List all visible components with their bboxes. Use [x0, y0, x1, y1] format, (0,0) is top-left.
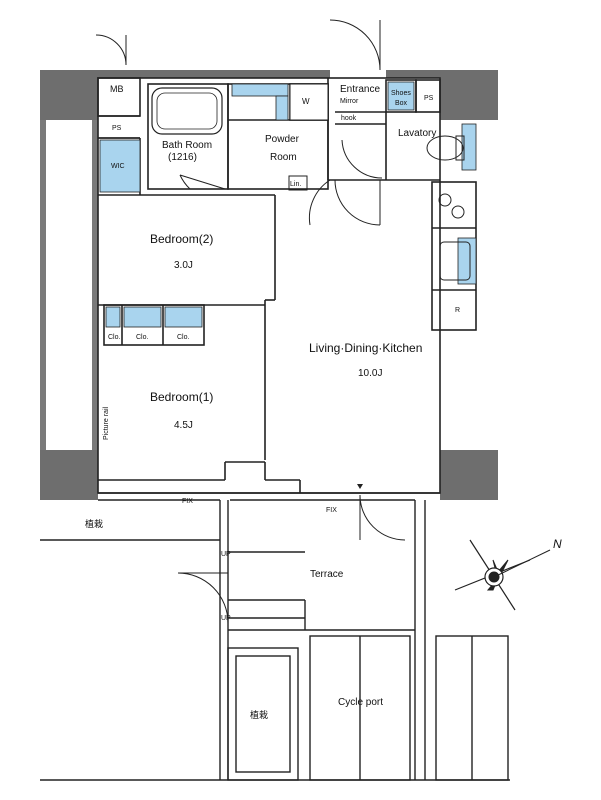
- wic-fixture: [99, 139, 141, 193]
- fix-label-2: FIX: [326, 507, 337, 514]
- fix-label-1: FIX: [182, 498, 193, 505]
- entry-marker-icon: [357, 484, 363, 489]
- bedroom2-size: 3.0J: [174, 260, 193, 271]
- powder-room-label-1: Powder: [265, 134, 300, 145]
- wall-top-left: [98, 70, 330, 78]
- powder-room-label-2: Room: [270, 152, 297, 163]
- stove-burner-icon: [451, 205, 465, 219]
- wall-top-right: [386, 70, 440, 78]
- shoes-box-label-2: Box: [395, 100, 408, 107]
- bedroom1-size: 4.5J: [174, 420, 193, 431]
- entrance-label: Entrance: [340, 84, 380, 95]
- stove-burner-icon: [438, 193, 452, 207]
- mirror-label: Mirror: [340, 98, 359, 105]
- ps-label-top: PS: [424, 95, 434, 102]
- wall-right-bottom: [440, 450, 498, 500]
- shoes-box-fixture: [387, 81, 415, 111]
- terrace-label: Terrace: [310, 569, 344, 580]
- blue-fixtures: [99, 81, 477, 328]
- closet-block: [103, 304, 205, 346]
- ps-label-left: PS: [112, 125, 122, 132]
- ldk-size: 10.0J: [358, 368, 382, 379]
- bath-size-label: (1216): [168, 152, 197, 163]
- left-column-inner: [46, 120, 92, 450]
- up-label-2: UP: [221, 615, 231, 622]
- lavatory-label: Lavatory: [398, 128, 436, 139]
- compass-icon: [454, 539, 551, 611]
- mb-label: MB: [110, 84, 124, 94]
- closet-label-1: Clo.: [108, 334, 121, 341]
- linen-label: Lin.: [290, 181, 301, 188]
- right-column-inner: [446, 120, 492, 450]
- bedroom2-label: Bedroom(2): [150, 232, 213, 246]
- powder-counter: [231, 83, 289, 97]
- toilet-icon: [426, 135, 464, 161]
- planting-label-1: 植栽: [85, 518, 103, 529]
- hook-label: hook: [341, 115, 357, 122]
- planting-label-2: 植栽: [250, 709, 268, 720]
- up-label-1: UP: [221, 551, 231, 558]
- closet-label-2: Clo.: [136, 334, 149, 341]
- wic-label: WIC: [111, 163, 125, 170]
- wall-left-top: [40, 70, 98, 120]
- north-label: N: [553, 537, 562, 551]
- picture-rail-label: Picture rail: [103, 406, 110, 440]
- fridge-label: R: [455, 307, 460, 314]
- bath-room-walls: [147, 83, 229, 190]
- kitchen-sink-icon: [439, 241, 471, 281]
- sink-fixture: [457, 237, 477, 285]
- shoes-box-label-1: Shoes: [391, 90, 411, 97]
- bedroom1-label: Bedroom(1): [150, 390, 213, 404]
- terrace-area: [40, 492, 510, 781]
- bathtub: [151, 87, 223, 135]
- entrance-door-swing: [329, 19, 381, 71]
- closet-label-3: Clo.: [177, 334, 190, 341]
- wall-left-bottom: [40, 450, 98, 500]
- ldk-label: Living·Dining·Kitchen: [309, 341, 422, 355]
- bath-room-label: Bath Room: [162, 140, 212, 151]
- cycle-port-label: Cycle port: [338, 697, 383, 708]
- lavatory-fixture: [461, 123, 477, 171]
- wall-right-top: [440, 70, 498, 120]
- washer-label: W: [302, 97, 310, 106]
